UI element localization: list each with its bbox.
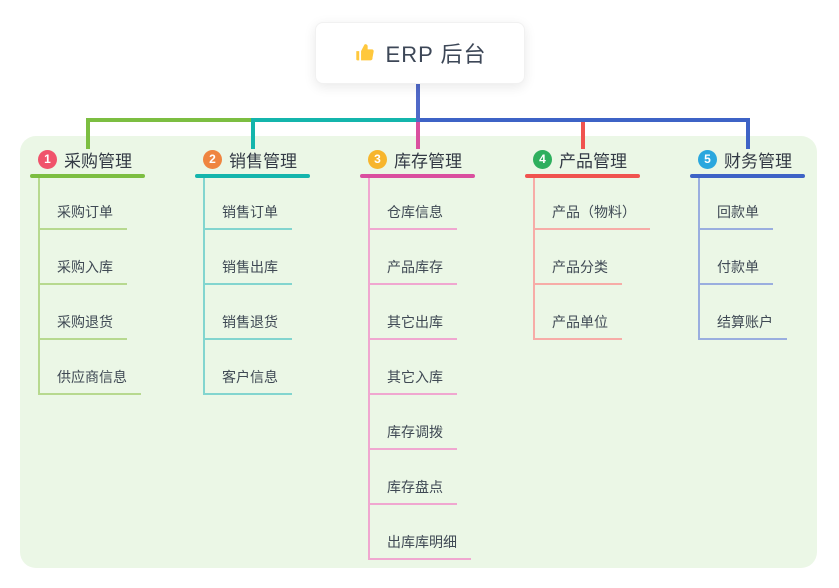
branch-2-child-3[interactable]: 销售退货 xyxy=(203,312,292,340)
connector-bus-mid xyxy=(250,118,416,122)
branch-5-child-1[interactable]: 回款单 xyxy=(698,202,773,230)
branch-5-title[interactable]: 5 财务管理 xyxy=(698,148,792,171)
connector-drop-branch-5 xyxy=(745,118,750,149)
branch-3-number-badge: 3 xyxy=(368,149,387,169)
branch-4-spine xyxy=(533,178,535,340)
branch-2-number-badge: 2 xyxy=(203,149,222,169)
root-node-label: ERP 后台 xyxy=(385,42,487,67)
branch-3-child-3[interactable]: 其它出库 xyxy=(368,312,457,340)
branch-5-number-badge: 5 xyxy=(698,149,717,169)
branch-1-label: 采购管理 xyxy=(64,151,132,171)
branches-panel xyxy=(20,136,817,568)
branch-3-underline xyxy=(360,174,475,178)
branch-1-spine xyxy=(38,178,40,395)
connector-drop-branch-3 xyxy=(415,122,420,149)
branch-1-underline xyxy=(30,174,145,178)
branch-3-child-4[interactable]: 其它入库 xyxy=(368,367,457,395)
branch-3-child-2[interactable]: 产品库存 xyxy=(368,257,457,285)
branch-2-child-2[interactable]: 销售出库 xyxy=(203,257,292,285)
connector-drop-branch-1 xyxy=(85,118,90,149)
branch-3-child-6[interactable]: 库存盘点 xyxy=(368,477,457,505)
branch-4-child-3[interactable]: 产品单位 xyxy=(533,312,622,340)
branch-5-label: 财务管理 xyxy=(724,151,792,171)
connector-root-vertical xyxy=(416,84,420,122)
connector-bus-right xyxy=(415,118,750,122)
branch-3-label: 库存管理 xyxy=(394,151,462,171)
branch-3-child-7[interactable]: 出库库明细 xyxy=(368,532,471,560)
connector-drop-branch-4 xyxy=(580,118,585,149)
branch-5-child-2[interactable]: 付款单 xyxy=(698,257,773,285)
branch-4-number-badge: 4 xyxy=(533,149,552,169)
branch-2-underline xyxy=(195,174,310,178)
branch-5-child-3[interactable]: 结算账户 xyxy=(698,312,787,340)
branch-4-child-2[interactable]: 产品分类 xyxy=(533,257,622,285)
branch-3-child-5[interactable]: 库存调拨 xyxy=(368,422,457,450)
branch-3-spine xyxy=(368,178,370,560)
branch-1-child-4[interactable]: 供应商信息 xyxy=(38,367,141,395)
branch-3-title[interactable]: 3 库存管理 xyxy=(368,148,462,171)
branch-1-title[interactable]: 1 采购管理 xyxy=(38,148,132,171)
connector-bus-left xyxy=(85,118,251,122)
branch-1-child-2[interactable]: 采购入库 xyxy=(38,257,127,285)
connector-drop-branch-2 xyxy=(250,118,255,149)
branch-2-spine xyxy=(203,178,205,395)
root-node[interactable]: ERP 后台 xyxy=(315,22,525,84)
branch-5-spine xyxy=(698,178,700,340)
branch-4-label: 产品管理 xyxy=(559,151,627,171)
branch-4-child-1[interactable]: 产品（物料） xyxy=(533,202,650,230)
branch-1-number-badge: 1 xyxy=(38,149,57,169)
branch-2-child-4[interactable]: 客户信息 xyxy=(203,367,292,395)
branch-4-title[interactable]: 4 产品管理 xyxy=(533,148,627,171)
branch-1-child-1[interactable]: 采购订单 xyxy=(38,202,127,230)
thumbs-up-icon xyxy=(354,42,376,64)
branch-2-label: 销售管理 xyxy=(229,151,297,171)
branch-2-title[interactable]: 2 销售管理 xyxy=(203,148,297,171)
branch-5-underline xyxy=(690,174,805,178)
branch-2-child-1[interactable]: 销售订单 xyxy=(203,202,292,230)
branch-1-child-3[interactable]: 采购退货 xyxy=(38,312,127,340)
branch-3-child-1[interactable]: 仓库信息 xyxy=(368,202,457,230)
branch-4-underline xyxy=(525,174,640,178)
